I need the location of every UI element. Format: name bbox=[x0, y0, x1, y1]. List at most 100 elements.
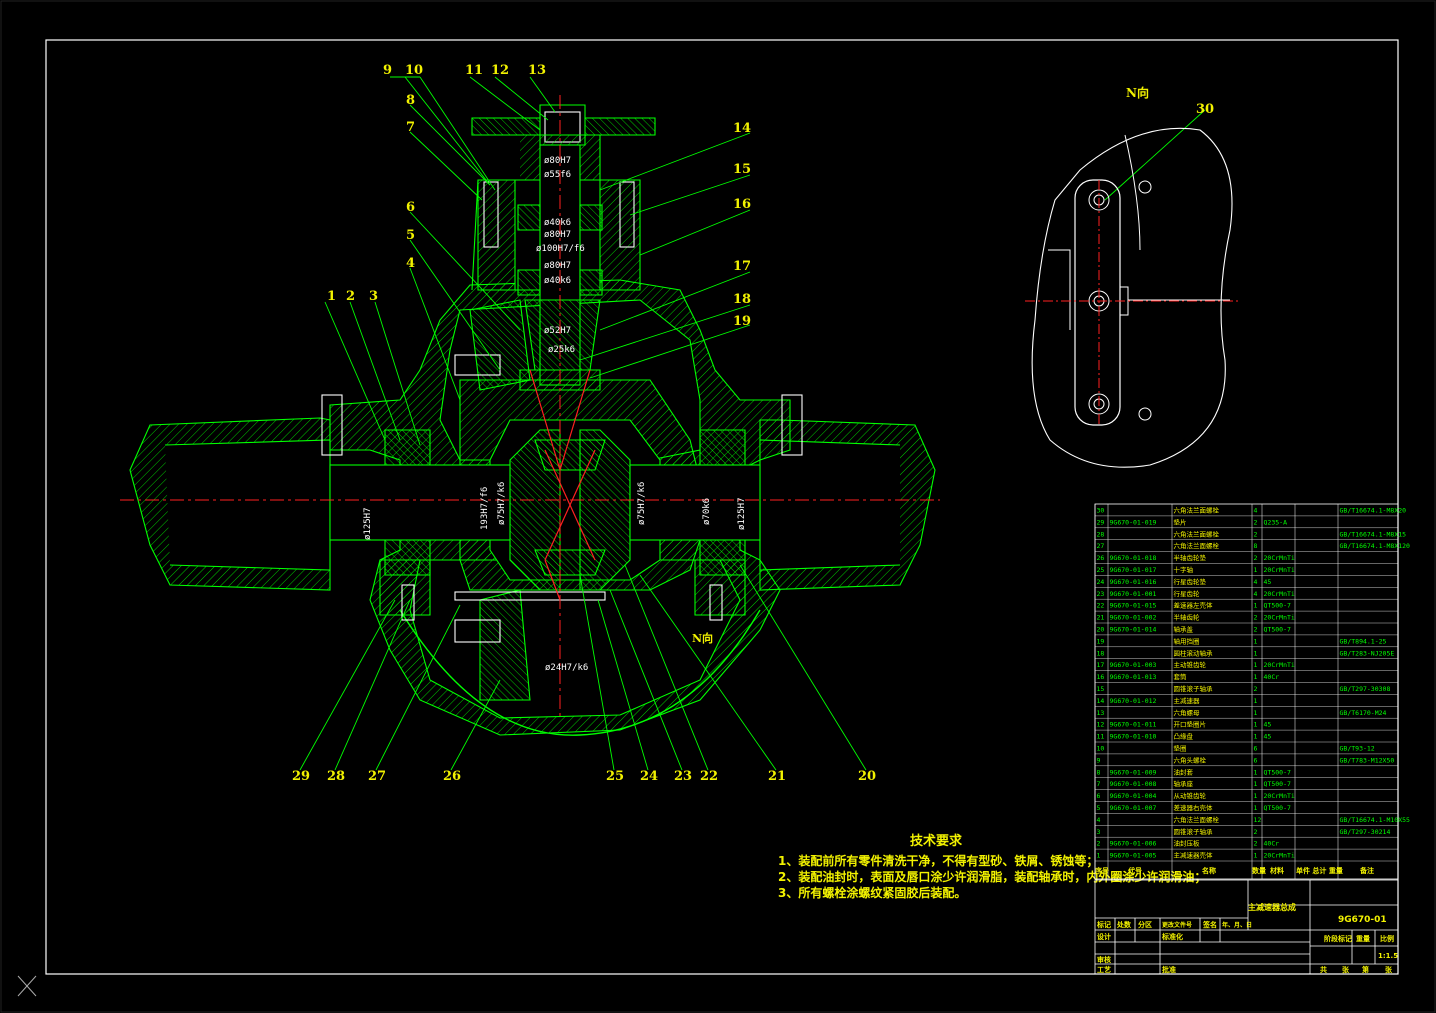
bom-cell-no: 25 bbox=[1097, 566, 1105, 574]
role-process: 工艺 bbox=[1097, 965, 1111, 974]
bom-cell-qty: 6 bbox=[1254, 745, 1258, 753]
bom-cell-qty: 1 bbox=[1254, 649, 1258, 657]
bom-cell-no: 23 bbox=[1097, 590, 1105, 598]
bom-cell-name: 垫片 bbox=[1174, 517, 1187, 526]
balloon-13: 13 bbox=[528, 63, 546, 78]
bom-cell-name: 垫圈 bbox=[1174, 744, 1187, 753]
bom-cell-std: GB/T16674.1-M8X120 bbox=[1340, 542, 1411, 550]
bom-cell-qty: 2 bbox=[1254, 626, 1258, 634]
bom-cell-qty: 4 bbox=[1254, 590, 1258, 598]
bom-cell-name: 差速器右壳体 bbox=[1174, 803, 1214, 812]
bom-cell-code: 9G670-01-001 bbox=[1110, 590, 1157, 598]
scale-label: 比例 bbox=[1380, 934, 1394, 943]
bom-cell-qty: 1 bbox=[1254, 673, 1258, 681]
bom-cell-no: 22 bbox=[1097, 602, 1105, 610]
title-block bbox=[1094, 879, 1399, 975]
balloon-16: 16 bbox=[733, 197, 751, 212]
bom-cell-std: GB/T16674.1-M8X20 bbox=[1340, 507, 1407, 515]
balloon-1: 1 bbox=[327, 289, 336, 304]
bom-cell-mat: 40Cr bbox=[1264, 673, 1280, 681]
row-label-date: 年、月、日 bbox=[1222, 921, 1252, 929]
bom-cell-qty: 12 bbox=[1254, 816, 1262, 824]
bom-cell-mat: 20CrMnTi bbox=[1264, 590, 1295, 598]
bom-cell-code: 9G670-01-008 bbox=[1110, 780, 1157, 788]
bom-cell-qty: 1 bbox=[1254, 804, 1258, 812]
bom-cell-qty: 1 bbox=[1254, 661, 1258, 669]
bom-cell-no: 9 bbox=[1097, 756, 1101, 764]
bom-cell-qty: 4 bbox=[1254, 507, 1258, 515]
dimensions: ø80H7 ø55f6 ø40k6 ø80H7 ø100H7/f6 ø80H7 … bbox=[363, 156, 747, 673]
centerlines bbox=[120, 95, 940, 720]
bom-cell-name: 差速器左壳体 bbox=[1174, 601, 1214, 610]
dim-70k6: ø70k6 bbox=[702, 498, 712, 525]
balloon-11: 11 bbox=[465, 63, 483, 78]
bom-cell-qty: 2 bbox=[1254, 614, 1258, 622]
bom-cell-no: 18 bbox=[1097, 649, 1105, 657]
balloon-23: 23 bbox=[674, 769, 692, 784]
sheet-label-2: 张 bbox=[1342, 965, 1350, 974]
title-block-text: 主减速器总成 9G670-01 阶段标记 重量 比例 1:1.5 共 张 第 张… bbox=[1096, 902, 1398, 974]
role-design: 设计 bbox=[1097, 932, 1111, 941]
bom-cell-name: 油封压板 bbox=[1174, 839, 1201, 848]
row-label-zone: 分区 bbox=[1138, 920, 1152, 929]
bom-cell-name: 主动锥齿轮 bbox=[1174, 660, 1207, 669]
bom-cell-code: 9G670-01-018 bbox=[1110, 554, 1157, 562]
bom-header-note: 备注 bbox=[1359, 866, 1374, 875]
bom-cell-no: 21 bbox=[1097, 614, 1105, 622]
role-review: 审核 bbox=[1097, 955, 1111, 964]
dim-24h7k6: ø24H7/k6 bbox=[545, 663, 588, 673]
bom-cell-mat: 45 bbox=[1264, 578, 1272, 586]
dim-40k6-a: ø40k6 bbox=[544, 218, 571, 228]
bom-cell-qty: 2 bbox=[1254, 530, 1258, 538]
dim-52h7: ø52H7 bbox=[544, 326, 571, 336]
dim-75h7k6-right: ø75H7/k6 bbox=[637, 482, 647, 525]
dim-125h7-right: ø125H7 bbox=[737, 497, 747, 530]
bom-cell-code: 9G670-01-015 bbox=[1110, 602, 1157, 610]
balloon-27: 27 bbox=[368, 769, 386, 784]
bom-cell-qty: 1 bbox=[1254, 697, 1258, 705]
bom-cell-qty: 1 bbox=[1254, 602, 1258, 610]
bom-cell-no: 2 bbox=[1097, 840, 1101, 848]
bom-cell-name: 行星齿轮 bbox=[1174, 589, 1201, 598]
bom-cell-name: 圆锥滚子轴承 bbox=[1174, 827, 1214, 836]
sheet-label-4: 张 bbox=[1385, 965, 1393, 974]
dim-193h7f6: 193H7/f6 bbox=[480, 487, 490, 530]
bom-cell-name: 油封套 bbox=[1174, 767, 1194, 776]
bom-cell-no: 17 bbox=[1097, 661, 1105, 669]
balloon-3: 3 bbox=[369, 289, 378, 304]
ucs-icon bbox=[17, 975, 37, 997]
bom-cell-qty: 1 bbox=[1254, 566, 1258, 574]
balloon-17: 17 bbox=[733, 259, 751, 274]
n-direction-view: N向 bbox=[1025, 85, 1240, 468]
bom-cell-name: 主减速器壳体 bbox=[1174, 851, 1214, 860]
dim-80h7-a: ø80H7 bbox=[544, 156, 571, 166]
bom-cell-no: 15 bbox=[1097, 685, 1105, 693]
balloon-19: 19 bbox=[733, 314, 751, 329]
bom-cell-code: 9G670-01-017 bbox=[1110, 566, 1157, 574]
balloon-10: 10 bbox=[405, 63, 423, 78]
balloon-25: 25 bbox=[606, 769, 624, 784]
bom-cell-name: 六角法兰面螺栓 bbox=[1174, 815, 1220, 824]
bom-cell-no: 6 bbox=[1097, 792, 1101, 800]
bom-cell-no: 5 bbox=[1097, 804, 1101, 812]
bom-cell-code: 9G670-01-010 bbox=[1110, 733, 1157, 741]
balloon-7: 7 bbox=[406, 120, 415, 135]
bom-cell-mat: 40Cr bbox=[1264, 840, 1280, 848]
bom-cell-mat: Q235-A bbox=[1264, 518, 1288, 526]
bom-cell-name: 六角法兰面螺栓 bbox=[1174, 506, 1220, 515]
bom-cell-qty: 2 bbox=[1254, 840, 1258, 848]
bom-cell-no: 20 bbox=[1097, 626, 1105, 634]
bom-cell-name: 从动锥齿轮 bbox=[1174, 791, 1207, 800]
